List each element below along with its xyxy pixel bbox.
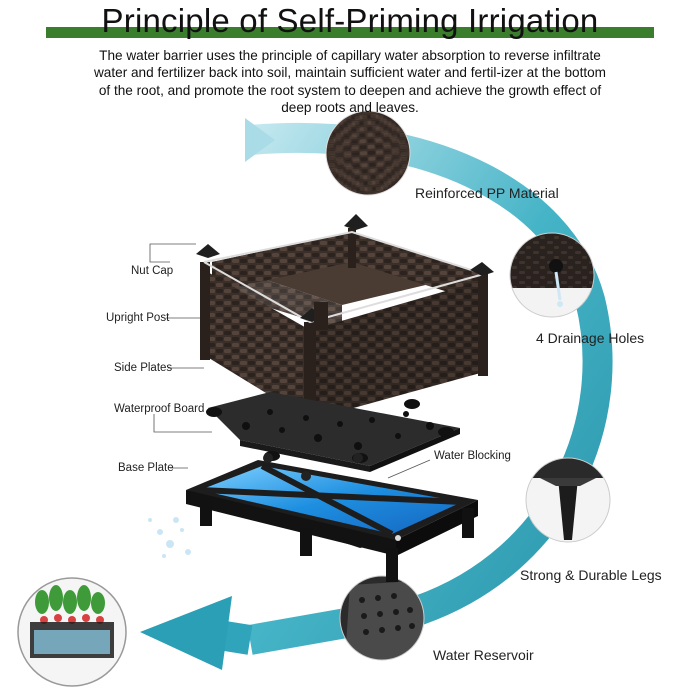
- planter-box: [196, 214, 494, 430]
- label-drainage-holes: 4 Drainage Holes: [536, 330, 645, 346]
- leader-lines: [149, 243, 431, 479]
- description-text: The water barrier uses the principle of …: [93, 48, 606, 115]
- label-waterproof-board: Waterproof Board: [114, 403, 205, 415]
- label-water-reservoir: Water Reservoir: [433, 647, 534, 663]
- label-reinforced-pp: Reinforced PP Material: [415, 185, 559, 201]
- reservoir-closeup: [339, 575, 425, 661]
- base-plate: [186, 453, 478, 582]
- water-splash: [148, 517, 191, 558]
- label-strong-legs: Strong & Durable Legs: [520, 567, 662, 583]
- label-nut-cap: Nut Cap: [131, 265, 174, 277]
- waterproof-board: [206, 392, 460, 472]
- leg-closeup: [525, 457, 611, 543]
- title-underline-bar: [46, 27, 654, 38]
- page-title: Principle of Self-Priming Irrigation: [101, 2, 599, 39]
- label-base-plate: Base Plate: [118, 462, 174, 474]
- rattan-closeup: [325, 110, 411, 196]
- planted-box-photo: [17, 577, 127, 687]
- label-side-plates: Side Plates: [114, 362, 173, 374]
- label-upright-post: Upright Post: [106, 312, 170, 324]
- label-water-blocking: Water Blocking: [434, 450, 511, 462]
